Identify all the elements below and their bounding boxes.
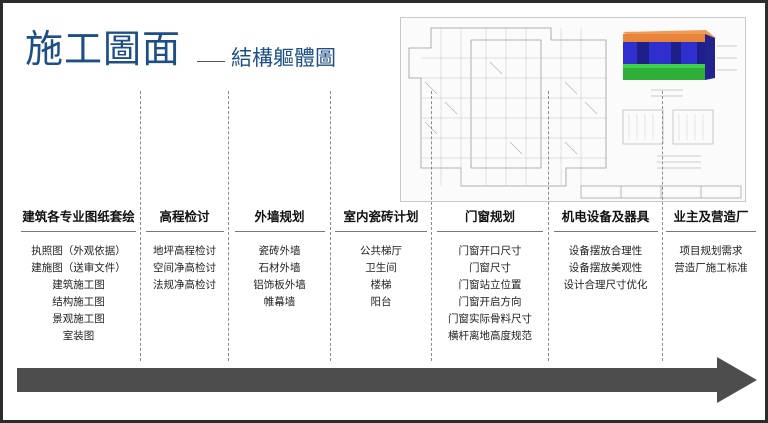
divider [548, 91, 549, 361]
list-item: 设计合理尺寸优化 [563, 279, 648, 291]
list-item: 空间净高检讨 [153, 262, 216, 274]
title-separator [197, 61, 225, 62]
header-underline [234, 231, 325, 232]
list-item: 景观施工图 [52, 313, 105, 325]
list-item: 设备摆放美观性 [568, 262, 643, 274]
list-item: 门窗站立位置 [458, 279, 522, 291]
column-header: 机电设备及器具 [561, 209, 650, 224]
timeline-arrow [17, 357, 757, 403]
header-underline [21, 231, 136, 232]
floor-plan-hatch [424, 61, 598, 155]
column-items: 设备摆放合理性 设备摆放美观性 设计合理尺寸优化 [549, 243, 662, 294]
column-header: 业主及营造厂 [673, 209, 749, 224]
column-items: 瓷砖外墙 石材外墙 铝饰板外墙 帷幕墙 [229, 243, 330, 311]
structural-drawing-image [400, 17, 746, 202]
title-block [580, 185, 742, 199]
slide-subtitle: 結構軀體圖 [231, 46, 336, 70]
column-elevation-review: 高程检讨 地坪高程检讨 空间净高检讨 法规净高检讨 [141, 206, 228, 294]
floor-plan-grid [421, 28, 606, 186]
list-item: 法规净高检讨 [153, 279, 216, 291]
column-header: 高程检讨 [159, 209, 210, 224]
column-items: 公共梯厅 卫生间 楼梯 阳台 [331, 243, 431, 311]
list-item: 帷幕墙 [263, 296, 296, 308]
list-item: 瓷砖外墙 [258, 245, 301, 257]
divider [431, 91, 432, 361]
list-item: 阳台 [370, 296, 392, 308]
column-header: 外墙规划 [254, 209, 305, 224]
drawing-notes [651, 45, 737, 97]
divider [662, 91, 663, 361]
column-door-window: 门窗规划 门窗开口尺寸 门窗尺寸 门窗站立位置 门窗开启方向 门窗实际骨料尺寸 … [432, 206, 548, 345]
header-underline [553, 231, 658, 232]
list-item: 设备摆放合理性 [568, 245, 643, 257]
legend-lines [657, 155, 701, 169]
detail-hatch [628, 114, 704, 140]
header-underline [437, 231, 543, 232]
column-header: 门窗规划 [464, 209, 515, 224]
column-owner-contractor: 业主及营造厂 项目规划需求 营造厂施工标准 [663, 206, 759, 277]
column-items: 门窗开口尺寸 门窗尺寸 门窗站立位置 门窗开启方向 门窗实际骨料尺寸 横杆离地高… [432, 243, 548, 345]
column-items: 执照图（外观依据） 建施图（送审文件） 建筑施工图 结构施工图 景观施工图 室装… [17, 243, 140, 345]
list-item: 铝饰板外墙 [253, 279, 306, 291]
list-item: 门窗实际骨料尺寸 [448, 313, 532, 325]
list-item: 楼梯 [370, 279, 392, 291]
list-item: 卫生间 [365, 262, 397, 274]
header-underline [335, 231, 427, 232]
column-interior-tile: 室内瓷砖计划 公共梯厅 卫生间 楼梯 阳台 [331, 206, 431, 311]
divider [140, 91, 141, 361]
column-mep-equipment: 机电设备及器具 设备摆放合理性 设备摆放美观性 设计合理尺寸优化 [549, 206, 662, 294]
slide-title: 施工圖面 [25, 27, 182, 71]
divider [330, 91, 331, 361]
list-item: 地坪高程检讨 [153, 245, 216, 257]
divider [228, 91, 229, 361]
detail-panels [622, 109, 714, 145]
header-underline [666, 231, 756, 232]
list-item: 建施图（送审文件） [31, 262, 126, 274]
structural-3d-model [623, 30, 716, 80]
column-facade-planning: 外墙规划 瓷砖外墙 石材外墙 铝饰板外墙 帷幕墙 [229, 206, 330, 311]
list-item: 横杆离地高度规范 [448, 330, 532, 342]
column-items: 地坪高程检讨 空间净高检讨 法规净高检讨 [141, 243, 228, 294]
list-item: 门窗开口尺寸 [458, 245, 522, 257]
list-item: 公共梯厅 [360, 245, 402, 257]
list-item: 营造厂施工标准 [674, 262, 748, 274]
list-item: 执照图（外观依据） [31, 245, 126, 257]
header-underline [145, 231, 224, 232]
list-item: 石材外墙 [258, 262, 301, 274]
column-drawing-overlay: 建筑各专业图纸套绘 执照图（外观依据） 建施图（送审文件） 建筑施工图 结构施工… [17, 206, 140, 345]
list-item: 门窗尺寸 [469, 262, 511, 274]
column-items: 项目规划需求 营造厂施工标准 [663, 243, 759, 277]
list-item: 建筑施工图 [52, 279, 105, 291]
column-header: 室内瓷砖计划 [343, 209, 419, 224]
column-header: 建筑各专业图纸套绘 [22, 209, 135, 224]
list-item: 项目规划需求 [679, 245, 743, 257]
list-item: 门窗开启方向 [458, 296, 522, 308]
structural-drawing [401, 18, 745, 201]
list-item: 室装图 [62, 330, 95, 342]
list-item: 结构施工图 [52, 296, 105, 308]
